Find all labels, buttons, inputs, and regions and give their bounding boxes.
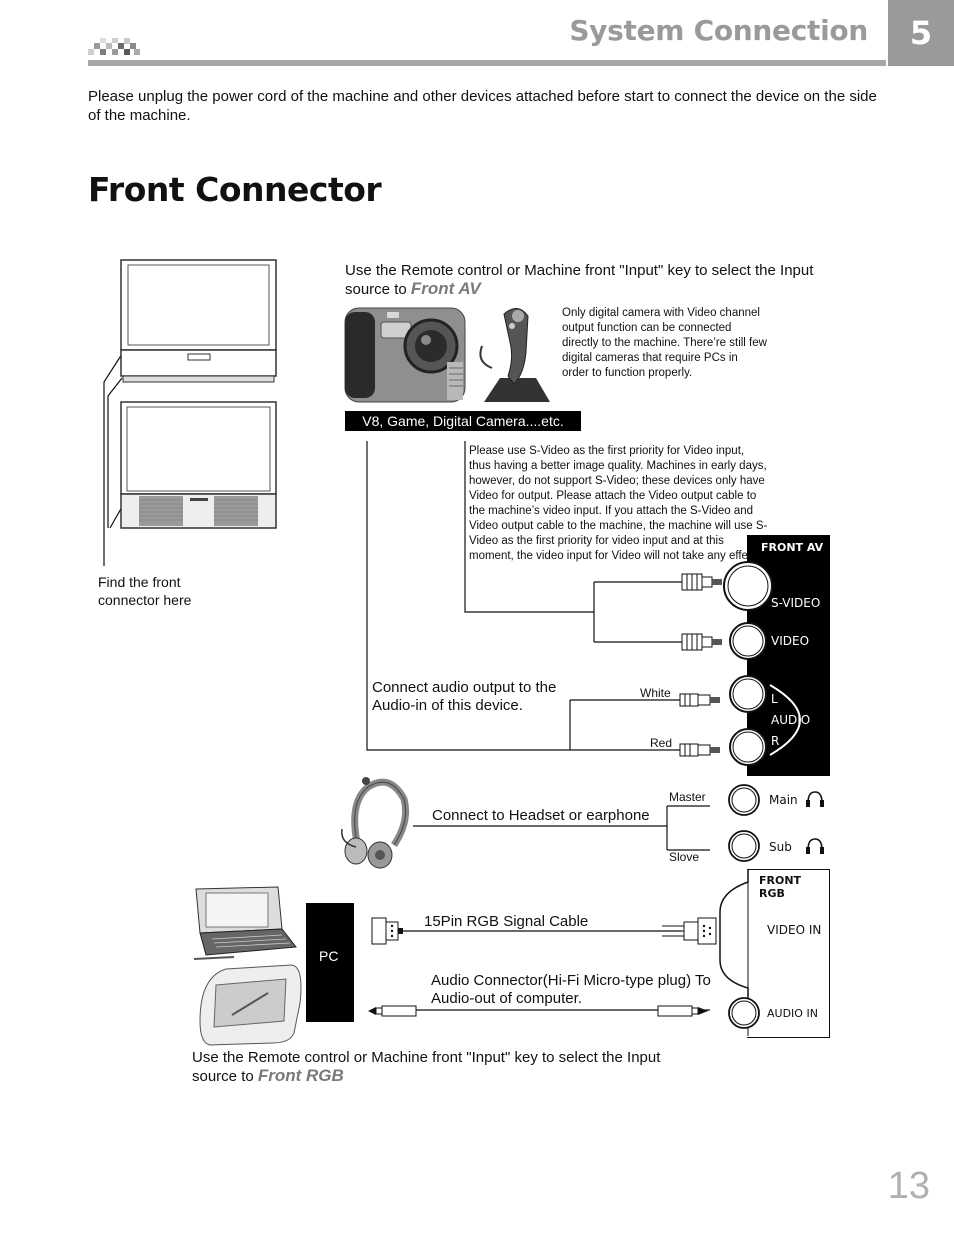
pc-label: PC xyxy=(319,948,339,964)
master-label: Master xyxy=(669,790,706,804)
find-connector-label: Find the front connector here xyxy=(98,574,192,608)
devices-caption: V8, Game, Digital Camera....etc. xyxy=(345,411,581,431)
front-av-instruction: Use the Remote control or Machine front … xyxy=(345,262,845,299)
audio-plug-icon xyxy=(657,1005,708,1017)
front-rgb-jacks xyxy=(719,870,760,1036)
rca-plug-icon xyxy=(681,633,722,651)
pc-box: PC xyxy=(306,903,354,1022)
joystick-icon xyxy=(479,308,550,402)
headphone-jacks xyxy=(728,784,760,862)
red-label: Red xyxy=(650,736,673,750)
svideo-note: Please use S-Video as the first priority… xyxy=(469,445,768,562)
audio-in-label: AUDIO IN xyxy=(767,1007,818,1020)
tv-icon xyxy=(120,259,277,529)
audio-r-label: R xyxy=(771,734,780,748)
sub-label: Sub xyxy=(769,840,792,854)
audio-plug-icon xyxy=(368,1005,417,1017)
front-av-source-name: Front AV xyxy=(410,279,481,298)
header-title: System Connection xyxy=(569,14,868,47)
headset-icon xyxy=(341,777,410,869)
section-title: Front Connector xyxy=(88,170,382,209)
intro-text: Please unplug the power cord of the mach… xyxy=(88,88,877,124)
headphone-icon xyxy=(806,791,824,807)
front-av-instruction-text: Use the Remote control or Machine front … xyxy=(345,262,814,298)
page-number: 13 xyxy=(887,1165,930,1207)
headphone-icon xyxy=(806,838,824,854)
header-rule xyxy=(88,60,886,66)
rca-plug-icon xyxy=(679,693,720,707)
rgb-cable-label: 15Pin RGB Signal Cable xyxy=(424,913,589,930)
digital-camera-icon xyxy=(344,307,466,403)
video-in-label: VIDEO IN xyxy=(767,923,822,937)
rca-plug-icon xyxy=(681,573,722,591)
audio-l-label: L xyxy=(771,692,778,706)
audio-note: Connect audio output to the Audio-in of … xyxy=(372,679,557,714)
front-rgb-instruction: Use the Remote control or Machine front … xyxy=(192,1049,692,1086)
headset-note: Connect to Headset or earphone xyxy=(432,807,650,824)
front-rgb-source-name: Front RGB xyxy=(257,1066,344,1085)
camera-note: Only digital camera with Video channel o… xyxy=(562,307,767,379)
checker-pattern-icon xyxy=(88,38,140,55)
rca-plug-icon xyxy=(679,743,720,757)
main-label: Main xyxy=(769,793,798,807)
laptop-icon xyxy=(193,886,297,960)
tablet-icon xyxy=(199,964,302,1046)
front-rgb-instruction-text: Use the Remote control or Machine front … xyxy=(192,1049,661,1085)
front-av-jacks xyxy=(723,561,801,766)
front-av-panel-title: FRONT AV xyxy=(761,541,824,554)
front-rgb-panel: FRONT RGB VIDEO IN AUDIO IN xyxy=(747,869,830,1038)
white-label: White xyxy=(640,686,671,700)
slove-label: Slove xyxy=(669,850,700,864)
vga-plug-icon xyxy=(371,917,403,945)
audio-connector-label: Audio Connector(Hi-Fi Micro-type plug) T… xyxy=(431,972,711,1007)
svideo-label: S-VIDEO xyxy=(771,596,821,610)
vga-plug-icon xyxy=(662,917,717,945)
chapter-number: 5 xyxy=(888,0,954,66)
front-rgb-panel-title: FRONT RGB xyxy=(759,874,802,900)
video-label: VIDEO xyxy=(771,634,810,648)
